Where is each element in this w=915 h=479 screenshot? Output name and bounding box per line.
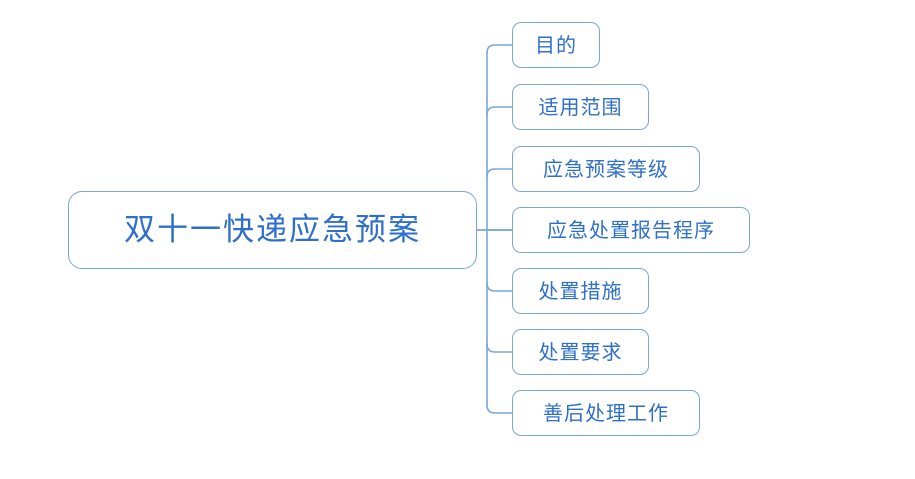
mindmap-child-node-aftermath[interactable]: 善后处理工作 [512, 390, 700, 436]
child-node-label: 善后处理工作 [543, 401, 669, 425]
mindmap-child-node-measures[interactable]: 处置措施 [512, 268, 649, 314]
connector-branch-1 [486, 44, 513, 54]
mindmap-child-node-scope[interactable]: 适用范围 [512, 84, 649, 130]
connector-branch-5 [486, 282, 513, 292]
mindmap-child-node-purpose[interactable]: 目的 [512, 22, 600, 68]
child-node-label: 应急处置报告程序 [547, 218, 715, 242]
child-node-label: 应急预案等级 [543, 157, 669, 181]
child-node-label: 适用范围 [538, 95, 623, 119]
mindmap-child-node-plan-level[interactable]: 应急预案等级 [512, 146, 700, 192]
child-node-label: 目的 [535, 33, 577, 57]
connector-branch-7 [486, 404, 513, 414]
connector-branch-3 [486, 168, 513, 178]
mindmap-root-node[interactable]: 双十一快递应急预案 [68, 191, 477, 269]
root-node-label: 双十一快递应急预案 [124, 211, 421, 248]
connector-branch-2 [486, 106, 513, 116]
child-node-label: 处置要求 [538, 340, 623, 364]
mindmap-child-node-report-procedure[interactable]: 应急处置报告程序 [512, 207, 750, 253]
mindmap-child-node-requirements[interactable]: 处置要求 [512, 329, 649, 375]
child-node-label: 处置措施 [538, 279, 623, 303]
connector-branch-6 [486, 343, 513, 353]
